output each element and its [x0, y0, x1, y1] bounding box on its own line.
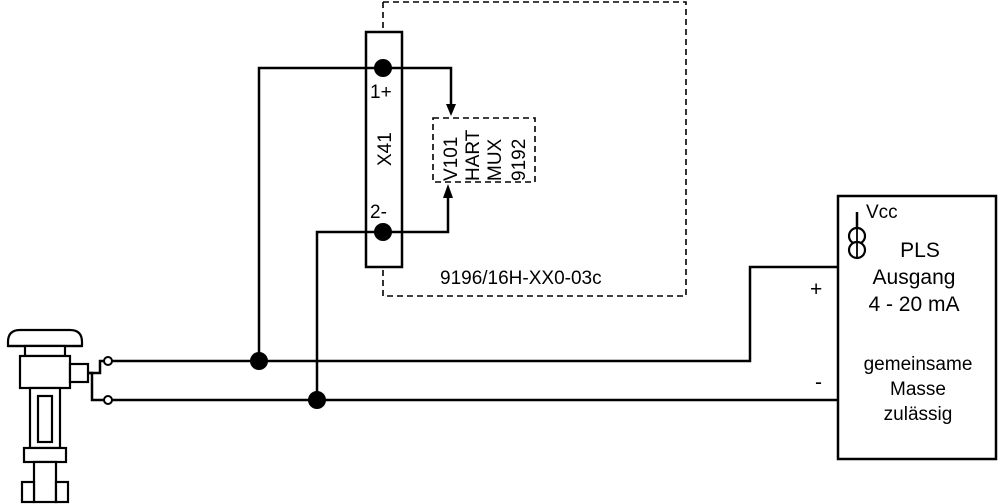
arrow-to-mux-bottom — [443, 184, 453, 198]
positioner-terminal-plus — [103, 356, 113, 366]
wire-terminal-minus-to-loop — [315, 230, 383, 400]
current-source-icon — [847, 226, 867, 260]
wire-terminal-plus-to-mux — [383, 66, 453, 108]
positioner-wire-minus — [88, 371, 104, 402]
terminal-minus-label: 2- — [370, 202, 387, 223]
pls-line4: gemeinsame — [864, 354, 973, 375]
positioner-terminal-minus — [103, 395, 113, 405]
hart-mux-text: V101 HART MUX 9192 — [441, 129, 530, 181]
wire-loop-minus — [110, 398, 857, 420]
wire-terminal-minus-to-mux — [383, 196, 450, 234]
pls-minus-sign: - — [815, 371, 822, 394]
junction-loop-minus — [308, 391, 326, 409]
hart-mux-line4: 9192 — [509, 139, 530, 181]
vcc-label: Vcc — [866, 202, 898, 223]
pls-line2: Ausgang — [873, 266, 956, 289]
pls-line1: PLS — [900, 239, 940, 262]
hart-mux-line2: HART — [463, 129, 484, 181]
pls-line6: zulässig — [884, 404, 953, 425]
control-valve-icon — [6, 328, 90, 504]
terminal-block-name: X41 — [375, 132, 396, 166]
positioner-wire-plus — [88, 359, 104, 375]
wire-terminal-plus-to-loop — [257, 66, 383, 361]
arrow-to-mux-top — [446, 104, 456, 116]
hart-mux-line1: V101 — [441, 137, 462, 181]
junction-terminal-minus — [374, 223, 392, 241]
pls-line3: 4 - 20 mA — [868, 293, 959, 316]
hart-mux-box — [432, 117, 536, 183]
junction-loop-plus — [250, 352, 268, 370]
module-label: 9196/16H-XX0-03c — [440, 268, 602, 289]
junction-terminal-plus — [374, 59, 392, 77]
module-outline — [382, 1, 687, 297]
hart-mux-line3: MUX — [485, 138, 506, 181]
terminal-plus-label: 1+ — [370, 82, 392, 103]
pls-plus-sign: + — [810, 278, 822, 301]
pls-line5: Masse — [890, 379, 946, 400]
